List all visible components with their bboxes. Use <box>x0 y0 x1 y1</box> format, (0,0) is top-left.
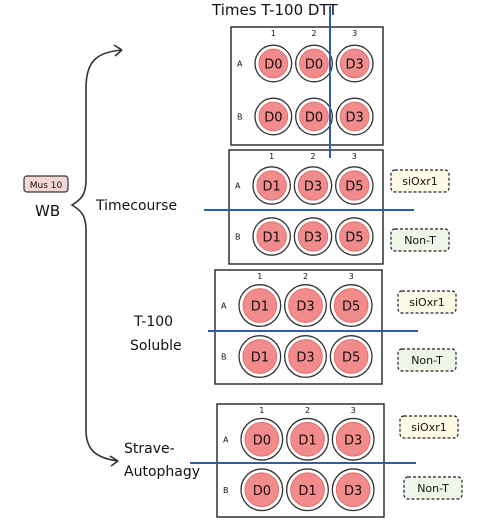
well-fill <box>242 339 278 374</box>
condition-tag-box <box>403 476 463 500</box>
wb-label: WB <box>35 202 60 220</box>
well-fill <box>339 221 370 252</box>
well-fill <box>290 472 325 508</box>
well-label: D0 <box>253 484 271 499</box>
well-label: D3 <box>296 351 314 366</box>
well-label: D3 <box>344 433 362 448</box>
well-fill <box>290 421 325 457</box>
well-label: D1 <box>298 484 316 499</box>
column-number: 3 <box>349 272 354 281</box>
column-number: 1 <box>271 29 276 38</box>
condition-tag-label: siOxr1 <box>411 421 446 434</box>
branch-autophagy: Autophagy <box>124 464 200 480</box>
row-letter: B <box>235 233 241 242</box>
well-label: D1 <box>263 180 281 195</box>
well-fill <box>339 101 370 132</box>
condition-tag-box <box>390 228 450 252</box>
well-label: D0 <box>264 58 282 73</box>
condition-tag-label: Non-T <box>411 354 443 367</box>
well-label: D0 <box>305 58 323 73</box>
well-fill <box>333 288 369 323</box>
well-fill <box>335 472 371 508</box>
row-letter: A <box>223 435 229 444</box>
well-label: D1 <box>298 433 316 448</box>
column-number: 1 <box>259 406 264 415</box>
well-label: D5 <box>345 231 363 246</box>
well-label: D1 <box>251 351 269 366</box>
well-label: D1 <box>263 231 281 246</box>
well-label: D3 <box>304 231 322 246</box>
well-label: D5 <box>345 180 363 195</box>
well-fill <box>335 421 371 457</box>
condition-tag-label: Non-T <box>417 482 449 495</box>
row-letter: A <box>221 302 227 311</box>
brace-top-arrow <box>113 44 123 57</box>
diagram-title: Times T-100 DTT <box>211 1 338 19</box>
column-number: 2 <box>303 272 308 281</box>
well-fill <box>256 170 287 201</box>
branch-t100: T-100 <box>133 314 173 330</box>
column-number: 2 <box>310 152 315 161</box>
well-label: D3 <box>346 58 364 73</box>
well-fill <box>244 421 280 457</box>
condition-tag-label: siOxr1 <box>409 296 444 309</box>
well-label: D3 <box>346 111 364 126</box>
well-fill <box>258 48 289 79</box>
well-fill <box>297 221 329 252</box>
column-number: 2 <box>311 29 316 38</box>
well-fill <box>339 170 370 201</box>
well-fill <box>299 101 329 132</box>
branch-brace <box>70 49 123 462</box>
row-letter: A <box>237 60 243 69</box>
well-label: D0 <box>253 433 271 448</box>
well-label: D3 <box>344 484 362 499</box>
condition-tag-box <box>399 415 459 439</box>
well-label: D5 <box>342 351 360 366</box>
well-label: D3 <box>304 180 322 195</box>
well-fill <box>339 48 370 79</box>
well-fill <box>288 288 323 323</box>
well-fill <box>297 170 329 201</box>
branch-strave: Strave- <box>124 441 175 457</box>
mus-badge-label: Mus 10 <box>30 181 63 191</box>
branch-soluble: Soluble <box>130 338 182 354</box>
condition-tag-box <box>397 290 457 314</box>
condition-tag-label: siOxr1 <box>402 175 437 188</box>
brace-bottom-arrow <box>109 455 119 467</box>
well-label: D0 <box>305 111 323 126</box>
column-number: 3 <box>351 406 356 415</box>
condition-tag-box <box>397 348 457 372</box>
column-number: 1 <box>269 152 274 161</box>
well-label: D1 <box>251 300 269 315</box>
row-letter: B <box>223 486 229 495</box>
row-letter: B <box>237 113 243 122</box>
well-fill <box>244 472 280 508</box>
well-fill <box>242 288 278 323</box>
condition-tag-label: Non-T <box>404 234 436 247</box>
mus-badge: Mus 10 <box>23 175 69 193</box>
well-fill <box>258 101 289 132</box>
row-letter: B <box>221 353 227 362</box>
well-fill <box>256 221 287 252</box>
column-number: 2 <box>305 406 310 415</box>
well-label: D3 <box>296 300 314 315</box>
well-fill <box>288 339 323 374</box>
column-number: 1 <box>257 272 262 281</box>
well-label: D5 <box>342 300 360 315</box>
row-letter: A <box>235 182 241 191</box>
column-number: 3 <box>352 29 357 38</box>
well-fill <box>333 339 369 374</box>
branch-timecourse: Timecourse <box>95 198 177 214</box>
well-label: D0 <box>264 111 282 126</box>
well-fill <box>299 48 329 79</box>
column-number: 3 <box>352 152 357 161</box>
condition-tag-box <box>390 169 450 193</box>
